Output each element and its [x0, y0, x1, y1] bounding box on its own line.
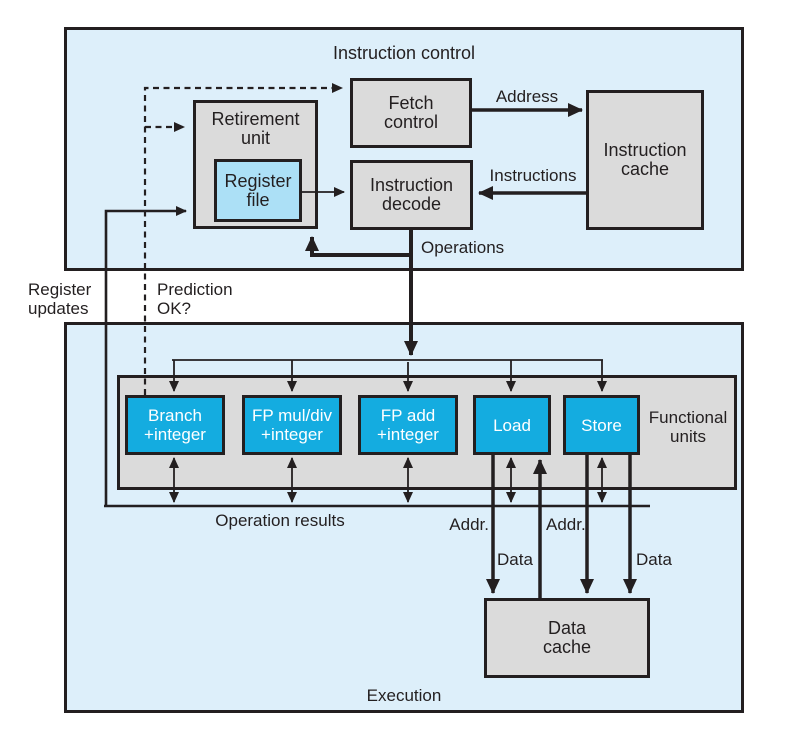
- fetch-control-box: Fetch control: [350, 78, 472, 148]
- unit-branch-integer: Branch +integer: [125, 395, 225, 455]
- register-file-box: Register file: [214, 159, 302, 222]
- instructions-label: Instructions: [489, 166, 577, 185]
- data-cache-box: Data cache: [484, 598, 650, 678]
- unit-load: Load: [473, 395, 551, 455]
- instruction-control-title: Instruction control: [332, 43, 476, 63]
- prediction-ok-label: Prediction OK?: [157, 280, 233, 318]
- operations-label: Operations: [421, 238, 505, 257]
- operation-results-label: Operation results: [215, 511, 345, 530]
- instruction-cache-box: Instruction cache: [586, 90, 704, 230]
- unit-store: Store: [563, 395, 640, 455]
- store-addr-label: Addr.: [546, 515, 586, 534]
- load-data-label: Data: [497, 550, 533, 569]
- unit-fp-mul-div-integer: FP mul/div +integer: [242, 395, 342, 455]
- unit-fp-add-integer: FP add +integer: [358, 395, 458, 455]
- register-updates-label: Register updates: [28, 280, 92, 318]
- execution-title: Execution: [366, 686, 442, 705]
- address-label: Address: [495, 87, 559, 106]
- load-addr-label: Addr.: [449, 515, 489, 534]
- functional-units-label: Functional units: [648, 408, 728, 446]
- store-data-label: Data: [636, 550, 672, 569]
- instruction-decode-box: Instruction decode: [350, 160, 473, 230]
